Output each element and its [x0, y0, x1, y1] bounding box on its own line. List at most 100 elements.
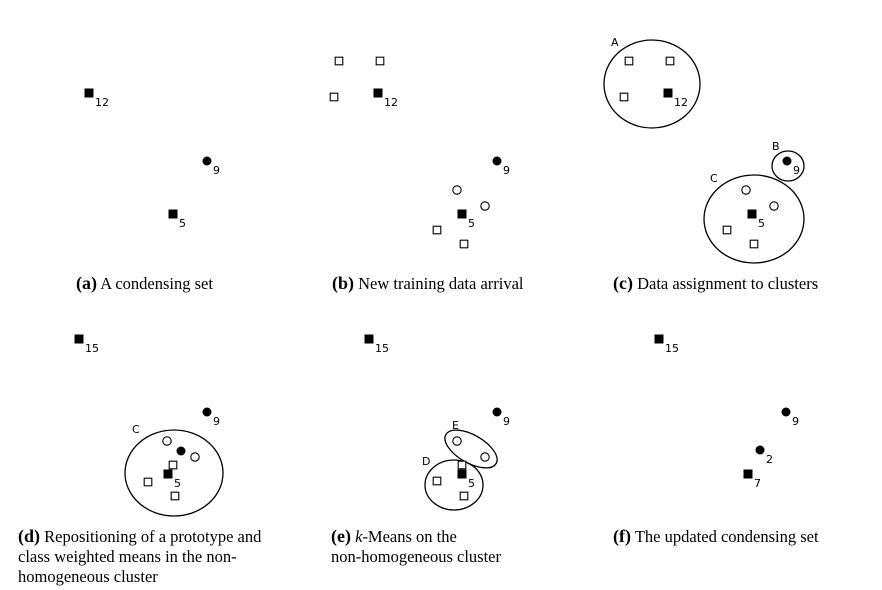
cluster-c-ellipse — [124, 429, 224, 517]
caption-f-tag: (f) — [613, 526, 631, 546]
point-open-square — [624, 56, 634, 66]
point-open-square — [334, 56, 344, 66]
point-label-9: 9 — [793, 164, 800, 177]
cluster-e-ellipse — [444, 429, 498, 469]
cluster-c-label: C — [710, 172, 718, 185]
point-filled-square-12 — [84, 88, 94, 98]
panel-a: 12 9 5 — [84, 88, 220, 230]
point-filled-square-5 — [457, 209, 467, 219]
point-label-5: 5 — [468, 477, 475, 490]
point-label-5: 5 — [179, 217, 186, 230]
point-label-5: 5 — [174, 477, 181, 490]
point-open-square — [619, 92, 629, 102]
point-open-square — [457, 460, 467, 470]
caption-b-text: New training data arrival — [358, 274, 524, 293]
point-label-15: 15 — [85, 342, 99, 355]
caption-a-tag: (a) — [76, 273, 97, 293]
cluster-b-label: B — [772, 140, 780, 153]
caption-e-line-1: -Means on the — [362, 527, 457, 546]
caption-c-text: Data assignment to clusters — [637, 274, 819, 293]
point-open-circle — [741, 185, 751, 195]
caption-d-line-3: homogeneous cluster — [18, 567, 158, 586]
caption-f: (f) The updated condensing set — [613, 526, 819, 547]
caption-d: (d) Repositioning of a prototype and cla… — [18, 526, 261, 587]
point-open-square — [375, 56, 385, 66]
point-label-2: 2 — [766, 453, 773, 466]
point-open-circle — [480, 201, 490, 211]
point-label-12: 12 — [384, 96, 398, 109]
point-label-9: 9 — [503, 164, 510, 177]
point-label-15: 15 — [375, 342, 389, 355]
point-open-square — [722, 225, 732, 235]
caption-c-tag: (c) — [613, 273, 633, 293]
point-open-square — [665, 56, 675, 66]
point-open-square — [329, 92, 339, 102]
point-filled-square-5 — [747, 209, 757, 219]
point-label-7: 7 — [754, 477, 761, 490]
panel-d: C 15 9 5 — [74, 334, 224, 517]
panel-e: E D 15 9 5 — [364, 334, 510, 511]
cluster-a-label: A — [611, 36, 619, 49]
point-filled-circle-2 — [755, 445, 765, 455]
point-label-9: 9 — [213, 164, 220, 177]
point-label-9: 9 — [213, 415, 220, 428]
panel-b: 12 9 5 — [329, 56, 510, 249]
point-open-square — [432, 225, 442, 235]
point-open-circle — [452, 185, 462, 195]
caption-e: (e) k-Means on the non-homogeneous clust… — [331, 526, 501, 567]
point-open-square — [459, 491, 469, 501]
point-filled-square-5 — [163, 469, 173, 479]
point-open-circle — [480, 452, 490, 462]
point-filled-square-5 — [457, 469, 467, 479]
point-filled-square-12 — [373, 88, 383, 98]
caption-d-line-1: Repositioning of a prototype and — [44, 527, 262, 546]
point-label-9: 9 — [503, 415, 510, 428]
cluster-c-label: C — [132, 423, 140, 436]
caption-d-tag: (d) — [18, 526, 40, 546]
point-open-square — [143, 477, 153, 487]
point-label-5: 5 — [468, 217, 475, 230]
caption-c: (c) Data assignment to clusters — [613, 273, 818, 294]
cluster-d-label: D — [422, 455, 430, 468]
point-filled-square-15 — [364, 334, 374, 344]
caption-e-italic-k: k — [355, 527, 363, 546]
caption-b: (b) New training data arrival — [332, 273, 524, 294]
cluster-d-ellipse — [424, 459, 484, 511]
point-filled-square-12 — [663, 88, 673, 98]
point-open-square — [459, 239, 469, 249]
point-filled-circle-9 — [782, 156, 792, 166]
point-label-12: 12 — [95, 96, 109, 109]
point-open-square — [432, 476, 442, 486]
point-label-12: 12 — [674, 96, 688, 109]
caption-a-text: A condensing set — [100, 274, 213, 293]
point-filled-circle-9 — [202, 156, 212, 166]
point-filled-square-7 — [743, 469, 753, 479]
point-open-square — [749, 239, 759, 249]
point-filled-circle-9 — [492, 407, 502, 417]
point-open-square — [170, 491, 180, 501]
cluster-b-ellipse — [771, 150, 805, 182]
point-label-5: 5 — [758, 217, 765, 230]
point-filled-circle-9 — [492, 156, 502, 166]
point-open-circle — [190, 452, 200, 462]
point-open-circle — [769, 201, 779, 211]
caption-f-text: The updated condensing set — [634, 527, 819, 546]
caption-e-tag: (e) — [331, 526, 351, 546]
point-label-9: 9 — [792, 415, 799, 428]
cluster-c-ellipse — [703, 174, 805, 264]
point-filled-square-5 — [168, 209, 178, 219]
cluster-a-ellipse — [603, 39, 701, 129]
panel-c: A B C 12 9 5 — [603, 36, 805, 264]
point-open-circle — [452, 436, 462, 446]
caption-e-line-2: non-homogeneous cluster — [331, 547, 502, 566]
caption-a: (a) A condensing set — [76, 273, 213, 294]
caption-b-tag: (b) — [332, 273, 354, 293]
point-label-15: 15 — [665, 342, 679, 355]
point-filled-circle-9 — [202, 407, 212, 417]
point-filled-square-15 — [74, 334, 84, 344]
point-filled-circle — [176, 446, 186, 456]
point-filled-circle-9 — [781, 407, 791, 417]
cluster-e-label: E — [452, 419, 459, 432]
panel-f: 15 9 27 — [654, 334, 799, 490]
